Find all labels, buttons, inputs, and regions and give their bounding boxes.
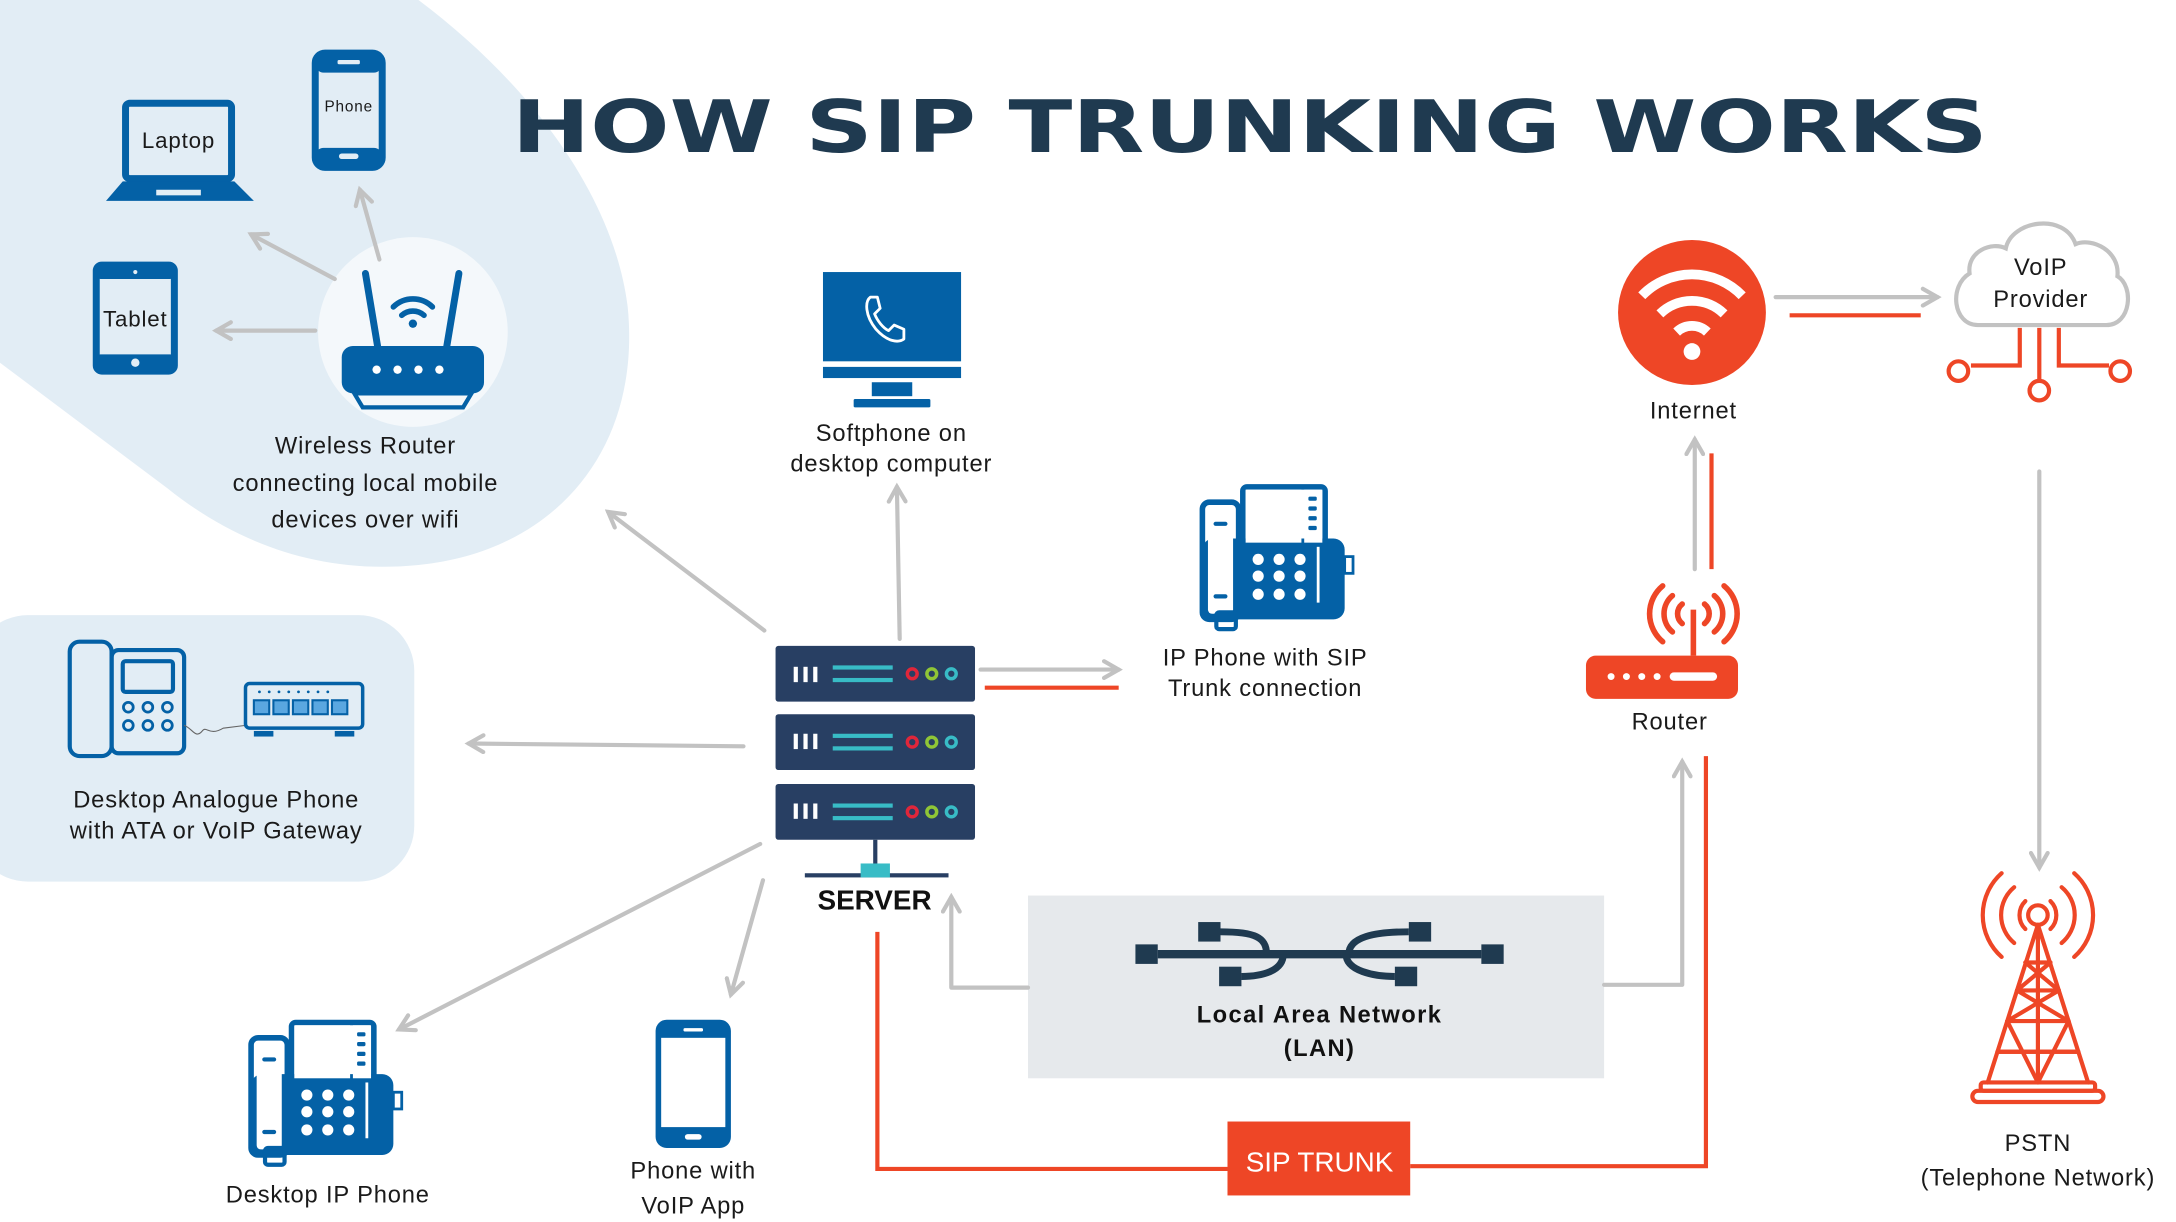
sip-trunk-line-right	[1410, 756, 1709, 1169]
ip-phone-caption-2: Trunk connection	[1168, 676, 1362, 702]
tablet-icon	[92, 261, 178, 375]
arrow-server-to-voip-app	[724, 878, 766, 999]
phone-icon	[311, 49, 386, 171]
laptop-icon	[106, 99, 254, 201]
voip-provider-caption-1: VoIP	[2014, 255, 2067, 281]
softphone-monitor-icon	[822, 272, 962, 408]
arrow-lan-to-server	[940, 892, 1031, 990]
lan-cables-icon	[1135, 922, 1504, 987]
wireless-router-caption-3: devices over wifi	[271, 507, 459, 533]
pstn-caption-1: PSTN	[2005, 1131, 2072, 1157]
cloud-icon	[1946, 221, 2133, 403]
signal-waves-icon	[1646, 583, 1740, 645]
arrow-router-to-laptop	[247, 231, 337, 282]
phone-handset-icon	[865, 295, 906, 343]
analogue-phone-icon	[67, 639, 246, 759]
analogue-caption-2: with ATA or VoIP Gateway	[69, 818, 363, 844]
phone-label: Phone	[324, 99, 373, 116]
arrow-server-to-wifi-zone	[604, 509, 767, 633]
tablet-label: Tablet	[103, 306, 168, 331]
cell-tower-icon	[1970, 871, 2106, 1105]
voip-provider-caption-2: Provider	[1993, 287, 2088, 313]
router-icon	[1585, 583, 1740, 699]
server-label: SERVER	[818, 885, 932, 916]
wireless-router-caption-2: connecting local mobile	[233, 471, 499, 497]
voip-app-caption-1: Phone with	[630, 1159, 756, 1185]
desktop-ip-phone-caption: Desktop IP Phone	[226, 1182, 430, 1208]
wireless-router-caption-1: Wireless Router	[275, 433, 456, 459]
router-highlight-circle	[318, 237, 508, 427]
voip-app-caption-2: VoIP App	[641, 1194, 745, 1220]
ip-phone-caption-1: IP Phone with SIP	[1163, 645, 1368, 671]
server-icon	[775, 645, 976, 878]
internet-caption: Internet	[1650, 399, 1737, 425]
sip-trunk-label: SIP TRUNK	[1246, 1147, 1394, 1178]
internet-icon	[1618, 239, 1766, 386]
arrow-server-to-desktop-ip-phone	[395, 841, 763, 1033]
lan-caption-1: Local Area Network	[1197, 1002, 1443, 1028]
arrow-server-to-analogue	[464, 733, 746, 755]
pstn-caption-2: (Telephone Network)	[1921, 1166, 2156, 1192]
laptop-label: Laptop	[142, 128, 215, 153]
voip-app-phone-icon	[655, 1019, 731, 1149]
lan-caption-2: (LAN)	[1284, 1036, 1355, 1062]
router-caption: Router	[1632, 710, 1708, 736]
softphone-caption-2: desktop computer	[790, 452, 992, 478]
arrow-router-to-phone	[353, 185, 382, 262]
ip-phone-icon	[1199, 484, 1355, 632]
desktop-ip-phone-icon	[248, 1019, 404, 1167]
wireless-router-icon	[341, 269, 485, 410]
arrow-lan-to-router	[1602, 757, 1693, 987]
softphone-caption-1: Softphone on	[816, 421, 967, 447]
analogue-caption-1: Desktop Analogue Phone	[73, 788, 359, 814]
arrow-server-to-softphone	[886, 482, 908, 641]
sip-trunk-badge	[1227, 1121, 1411, 1196]
ata-gateway-icon	[243, 681, 365, 737]
page-title: HOW SIP TRUNKING WORKS	[512, 86, 1988, 170]
lan-panel	[1028, 895, 1605, 1079]
sip-trunk-line-left	[875, 931, 1228, 1172]
